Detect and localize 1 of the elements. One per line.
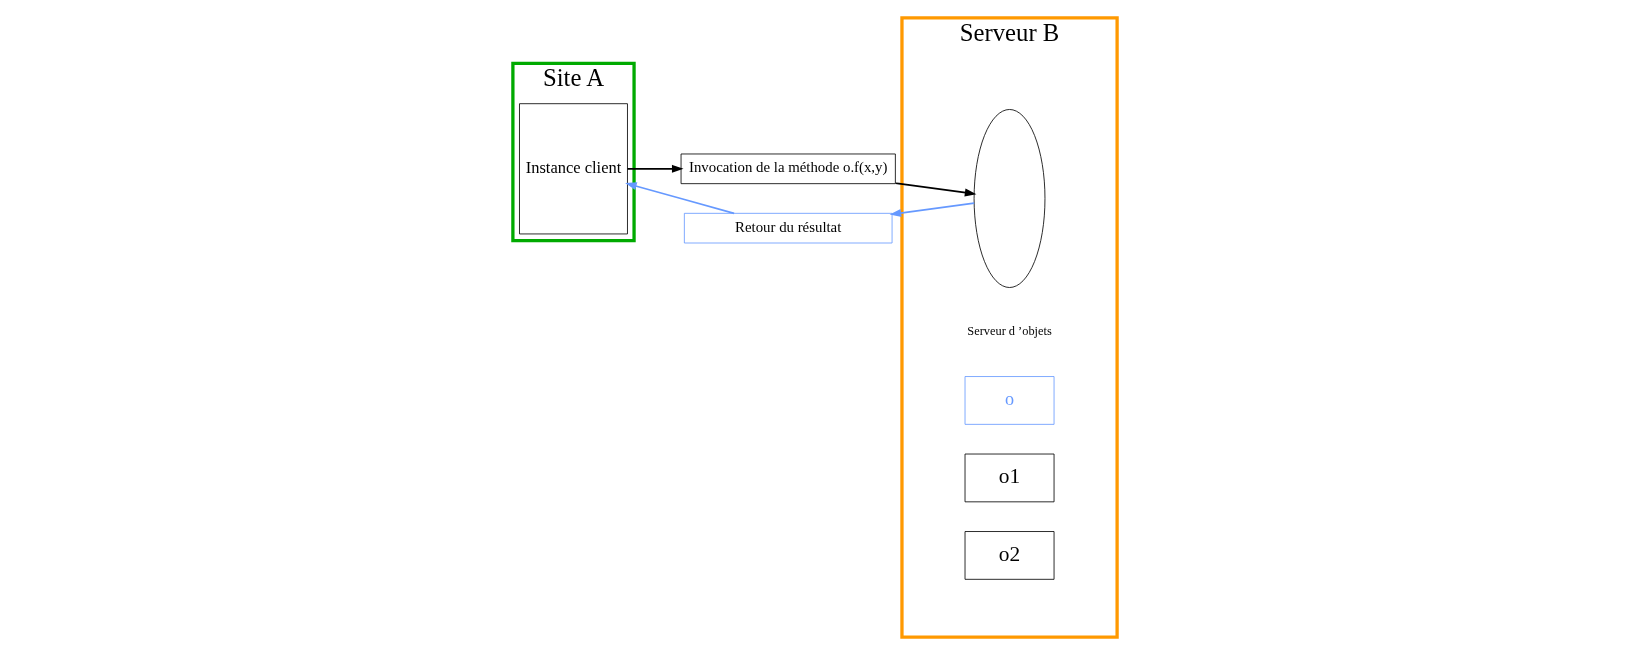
node-label: Serveur d ’objets [966, 323, 1052, 338]
